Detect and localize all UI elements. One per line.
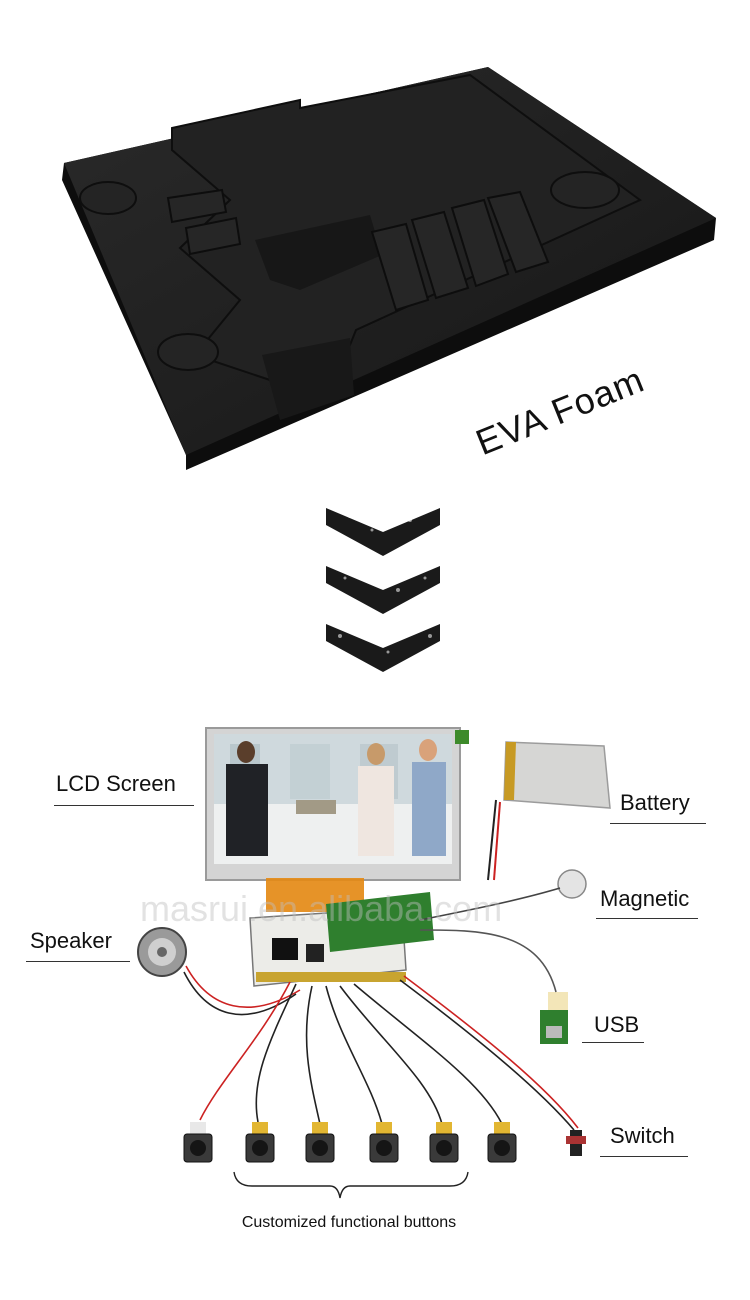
eva-foam-board [62,67,716,470]
tact-button [369,1122,399,1163]
usb-label: USB [594,1012,640,1037]
buttons-caption: Customized functional buttons [241,1214,457,1231]
chevron-down-icon [326,566,440,614]
usb-underline [582,1042,644,1043]
wire-bundle [183,887,579,1131]
watermark: masrui.en.alibaba.com [140,888,503,929]
lcd-screen-underline [54,805,194,806]
magnetic-sensor [557,869,587,899]
switch-underline [600,1156,688,1157]
lcd-screen-label: LCD Screen [56,771,176,796]
magnetic-label: Magnetic [600,886,690,911]
tact-button [245,1122,275,1163]
battery-label: Battery [620,790,690,815]
speaker-underline [26,961,130,962]
tact-button [305,1122,335,1163]
speaker-label: Speaker [30,928,112,953]
switch-label: Switch [610,1123,675,1148]
speaker-unit [137,927,187,977]
battery-pack [487,741,611,881]
tact-button [429,1122,459,1163]
down-chevrons [326,508,440,672]
battery-underline [610,823,706,824]
lcd-screen [205,727,469,881]
usb-board [540,992,568,1044]
tact-button [487,1122,517,1163]
tact-button [183,1122,213,1163]
magnetic-underline [596,918,698,919]
slide-switch [566,1130,586,1156]
main-board [249,892,434,987]
chevron-down-icon [326,624,440,672]
